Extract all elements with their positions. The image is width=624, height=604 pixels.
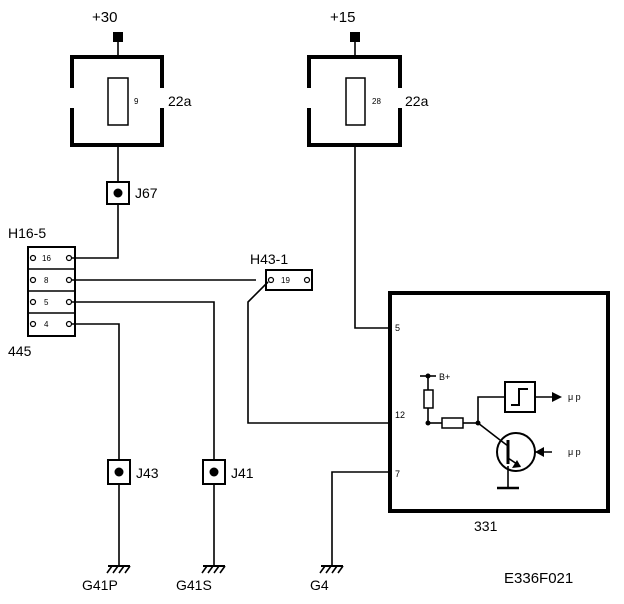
module-supply-label: B+ <box>439 372 450 382</box>
junction-label-j43: J43 <box>136 465 159 481</box>
connector-h16 <box>27 246 76 337</box>
fuse-box-28 <box>307 55 402 147</box>
h16-pin-5: 5 <box>44 298 49 307</box>
h16-pin-8: 8 <box>44 276 49 285</box>
junction-label-j67: J67 <box>135 185 158 201</box>
junction-label-j41: J41 <box>231 465 254 481</box>
module-internal-circuit <box>420 373 562 490</box>
supply-label-plus15: +15 <box>330 9 355 26</box>
ground-icon-g41s <box>201 565 226 574</box>
junction-j41 <box>202 459 226 485</box>
module-331-box <box>388 291 610 513</box>
ground-label-g4: G4 <box>310 577 329 593</box>
h16-pin-4: 4 <box>44 320 49 329</box>
fuse-number-28: 28 <box>372 97 381 106</box>
module-output-label-top: μ p <box>568 392 581 402</box>
connector-h43 <box>265 269 313 291</box>
h43-pin-19: 19 <box>281 276 290 285</box>
supply-terminal-plus15 <box>350 32 360 42</box>
module-number: 331 <box>474 518 498 534</box>
junction-j67 <box>106 181 130 205</box>
figure-id: E336F021 <box>504 570 573 587</box>
connector-part-445: 445 <box>8 343 32 359</box>
module-pin-5: 5 <box>395 323 400 333</box>
ground-label-g41s: G41S <box>176 577 212 593</box>
junction-j43 <box>107 459 131 485</box>
connector-label-h16: H16-5 <box>8 225 46 241</box>
fuse-label-left: 22a <box>168 93 192 109</box>
ground-icon-g4 <box>319 565 344 574</box>
ground-icon-g41p <box>106 565 131 574</box>
connector-label-h43: H43-1 <box>250 251 288 267</box>
fuse-element-9 <box>107 77 129 126</box>
module-pin-7: 7 <box>395 469 400 479</box>
supply-terminal-plus30 <box>113 32 123 42</box>
fuse-box-9 <box>70 55 164 147</box>
fuse-label-right: 22a <box>405 93 429 109</box>
ground-label-g41p: G41P <box>82 577 118 593</box>
module-pin-12: 12 <box>395 410 405 420</box>
module-output-label-bottom: μ p <box>568 447 581 457</box>
fuse-number-9: 9 <box>134 97 139 106</box>
fuse-element-28 <box>345 77 366 126</box>
h16-pin-16: 16 <box>42 254 51 263</box>
supply-label-plus30: +30 <box>92 9 117 26</box>
